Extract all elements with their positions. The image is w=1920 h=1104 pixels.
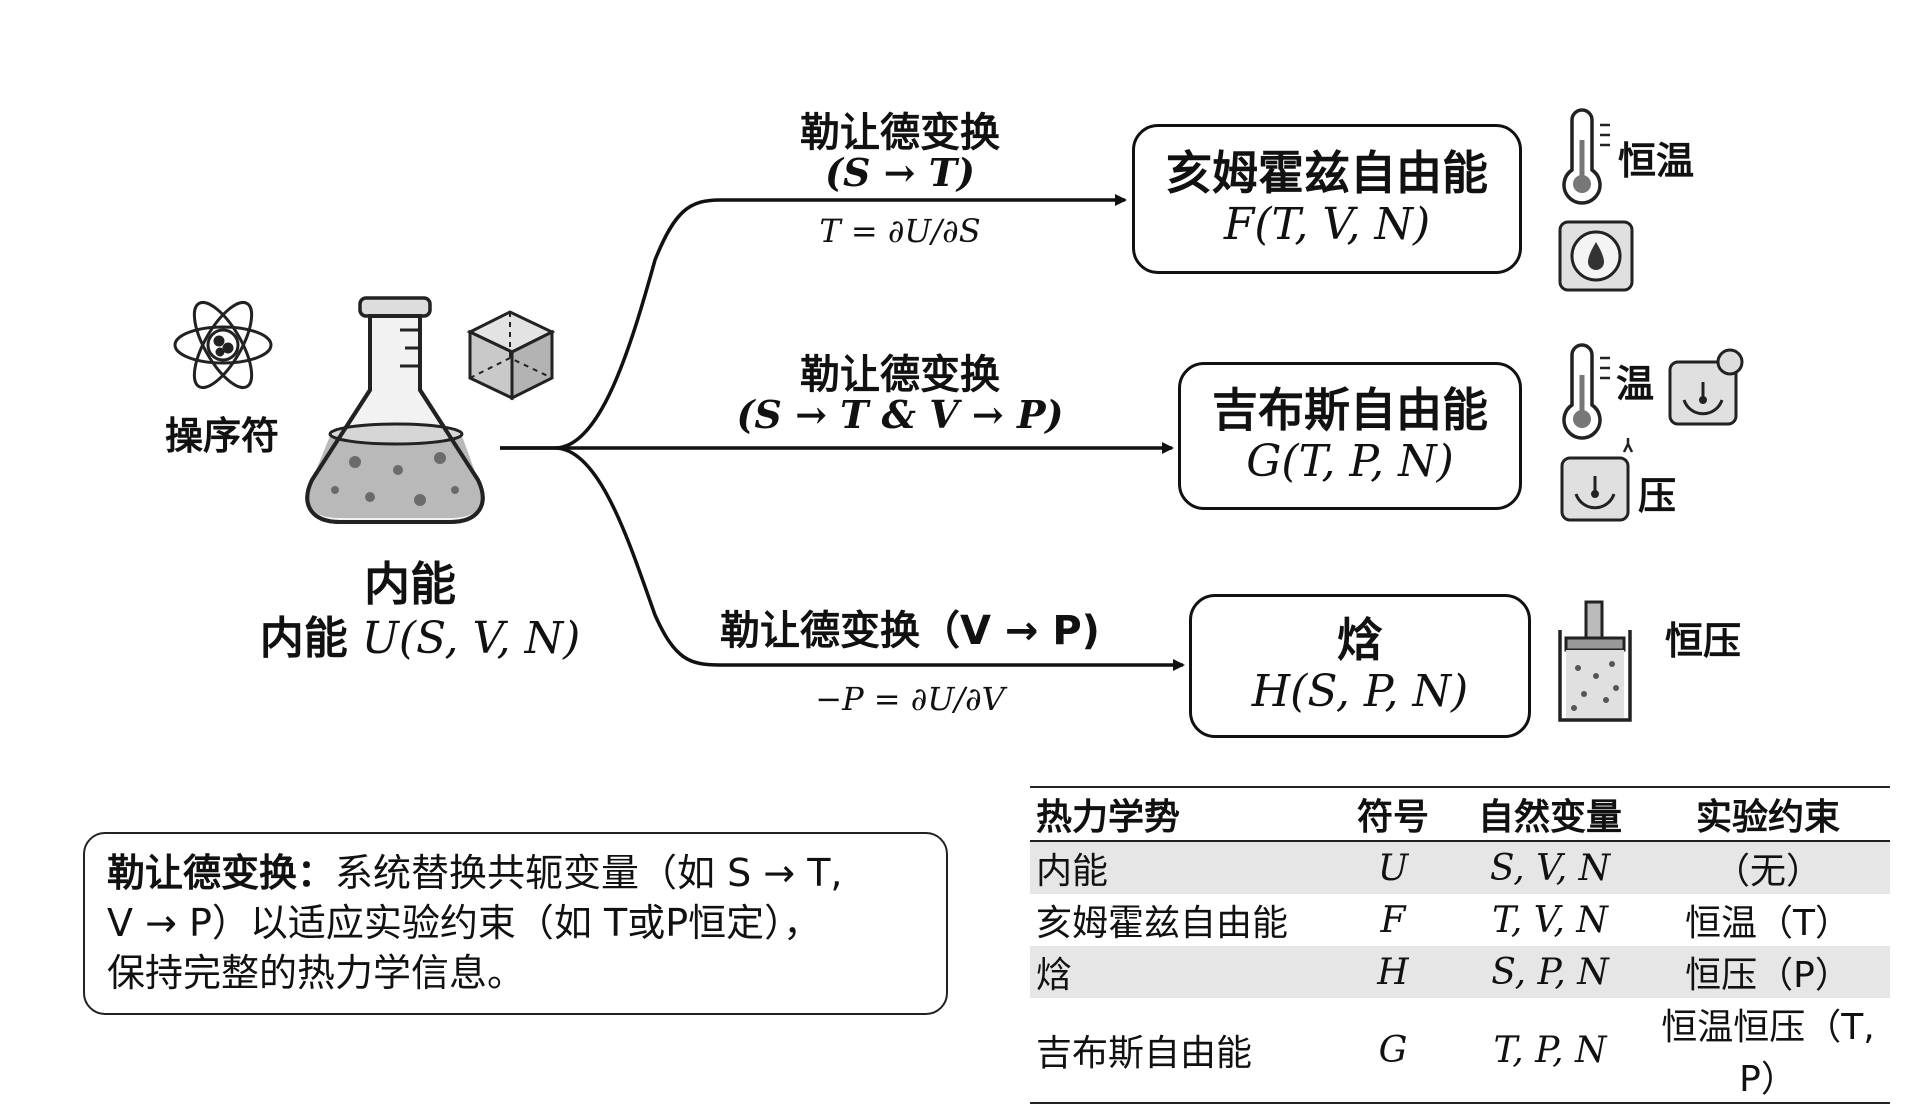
- table-cell: S, V, N: [1454, 841, 1646, 894]
- table-cell: （无）: [1646, 841, 1890, 894]
- branch-1-title: 勒让德变换: [800, 110, 1000, 156]
- cube-icon: [466, 310, 556, 401]
- source-sub-prefix: 内能: [259, 613, 348, 664]
- operator-label: 操序符: [165, 414, 280, 458]
- table-cell: U: [1332, 841, 1454, 894]
- table-cell: G: [1378, 1029, 1408, 1071]
- table-header: 自然变量: [1454, 787, 1646, 842]
- helmholtz-temp-label: 恒温: [1618, 139, 1695, 183]
- helmholtz-func: F(T, V, N): [1223, 199, 1431, 251]
- flask-icon: [305, 296, 485, 524]
- piston-cylinder-icon: [1558, 600, 1632, 722]
- table-row: 亥姆霍兹自由能 F T, V, N 恒温（T）: [1030, 894, 1890, 946]
- table-row: 吉布斯自由能 G T, P, N 恒温恒压（T, P）: [1030, 998, 1890, 1103]
- gibbs-thermometer-icon: [1562, 343, 1610, 440]
- branch-1-eq: T = ∂U/∂S: [819, 212, 981, 250]
- branch-3-eq: −P = ∂U/∂V: [815, 680, 1005, 718]
- summary-line1-text: 系统替换共轭变量（如 S → T,: [335, 851, 843, 895]
- arrow-to-enthalpy: [554, 446, 1185, 671]
- table-header: 符号: [1332, 787, 1454, 842]
- gibbs-name: 吉布斯自由能: [1212, 383, 1488, 438]
- summary-line-2: V → P）以适应实验约束（如 T或P恒定），: [107, 901, 822, 945]
- table-cell: 吉布斯自由能: [1036, 1033, 1253, 1074]
- arrow-to-helmholtz: [500, 194, 1127, 450]
- table-cell: 亥姆霍兹自由能: [1036, 903, 1289, 944]
- helmholtz-name: 亥姆霍兹自由能: [1166, 146, 1488, 201]
- table-cell: T, V, N: [1492, 899, 1608, 941]
- enthalpy-name: 焓: [1337, 613, 1383, 668]
- table-cell: 恒温恒压（T, P）: [1661, 1007, 1875, 1100]
- branch-2-title: 勒让德变换: [800, 352, 1000, 398]
- thermostat-icon: [1558, 220, 1634, 292]
- summary-line-1: 勒让德变换：系统替换共轭变量（如 S → T,: [107, 848, 924, 898]
- source-title: 内能: [364, 557, 456, 611]
- potentials-table: 热力学势 符号 自然变量 实验约束 内能 U S, V, N （无） 亥姆霍兹自…: [1030, 786, 1890, 1104]
- pressure-gauge-icon: [1668, 348, 1744, 426]
- summary-bold: 勒让德变换：: [107, 851, 336, 895]
- enthalpy-func: H(S, P, N): [1251, 666, 1469, 718]
- diagram-canvas: [173, 108, 1744, 722]
- table-row: 内能 U S, V, N （无）: [1030, 841, 1890, 894]
- table-cell: 恒压（P）: [1646, 946, 1890, 998]
- source-sub-func: U(S, V, N): [361, 613, 581, 664]
- table-header-row: 热力学势 符号 自然变量 实验约束: [1030, 787, 1890, 842]
- table-cell: H: [1332, 946, 1454, 998]
- source-function: 内能 U(S, V, N): [240, 602, 600, 666]
- summary-line-3: 保持完整的热力学信息。: [107, 951, 526, 995]
- table-cell: F: [1380, 899, 1406, 941]
- table-cell: S, P, N: [1454, 946, 1646, 998]
- enthalpy-box: 焓 H(S, P, N): [1189, 594, 1531, 738]
- branch-arrows: [500, 194, 1185, 671]
- table-cell: 焓: [1030, 946, 1332, 998]
- gibbs-temp-label: 温: [1616, 362, 1655, 406]
- gibbs-pressure-gauge-icon: [1560, 438, 1634, 522]
- table-row: 焓 H S, P, N 恒压（P）: [1030, 946, 1890, 998]
- table-cell: 内能: [1030, 841, 1332, 894]
- gibbs-pressure-label: 压: [1638, 474, 1677, 518]
- enthalpy-pressure-label: 恒压: [1665, 619, 1742, 663]
- thermometer-icon: [1562, 108, 1610, 205]
- summary-box: 勒让德变换：系统替换共轭变量（如 S → T, V → P）以适应实验约束（如 …: [83, 832, 948, 1015]
- branch-3-title: 勒让德变换（V → P): [720, 608, 1100, 654]
- branch-1-vars: (S → T): [825, 150, 975, 195]
- gibbs-func: G(T, P, N): [1246, 436, 1454, 488]
- branch-2-vars: (S → T & V → P): [736, 392, 1064, 437]
- table-header: 热力学势: [1030, 787, 1332, 842]
- gibbs-box: 吉布斯自由能 G(T, P, N): [1178, 362, 1522, 510]
- atom-icon: [173, 300, 273, 390]
- table-cell: 恒温（T）: [1685, 903, 1851, 944]
- table-header: 实验约束: [1646, 787, 1890, 842]
- helmholtz-box: 亥姆霍兹自由能 F(T, V, N): [1132, 124, 1522, 274]
- table-cell: T, P, N: [1493, 1029, 1607, 1071]
